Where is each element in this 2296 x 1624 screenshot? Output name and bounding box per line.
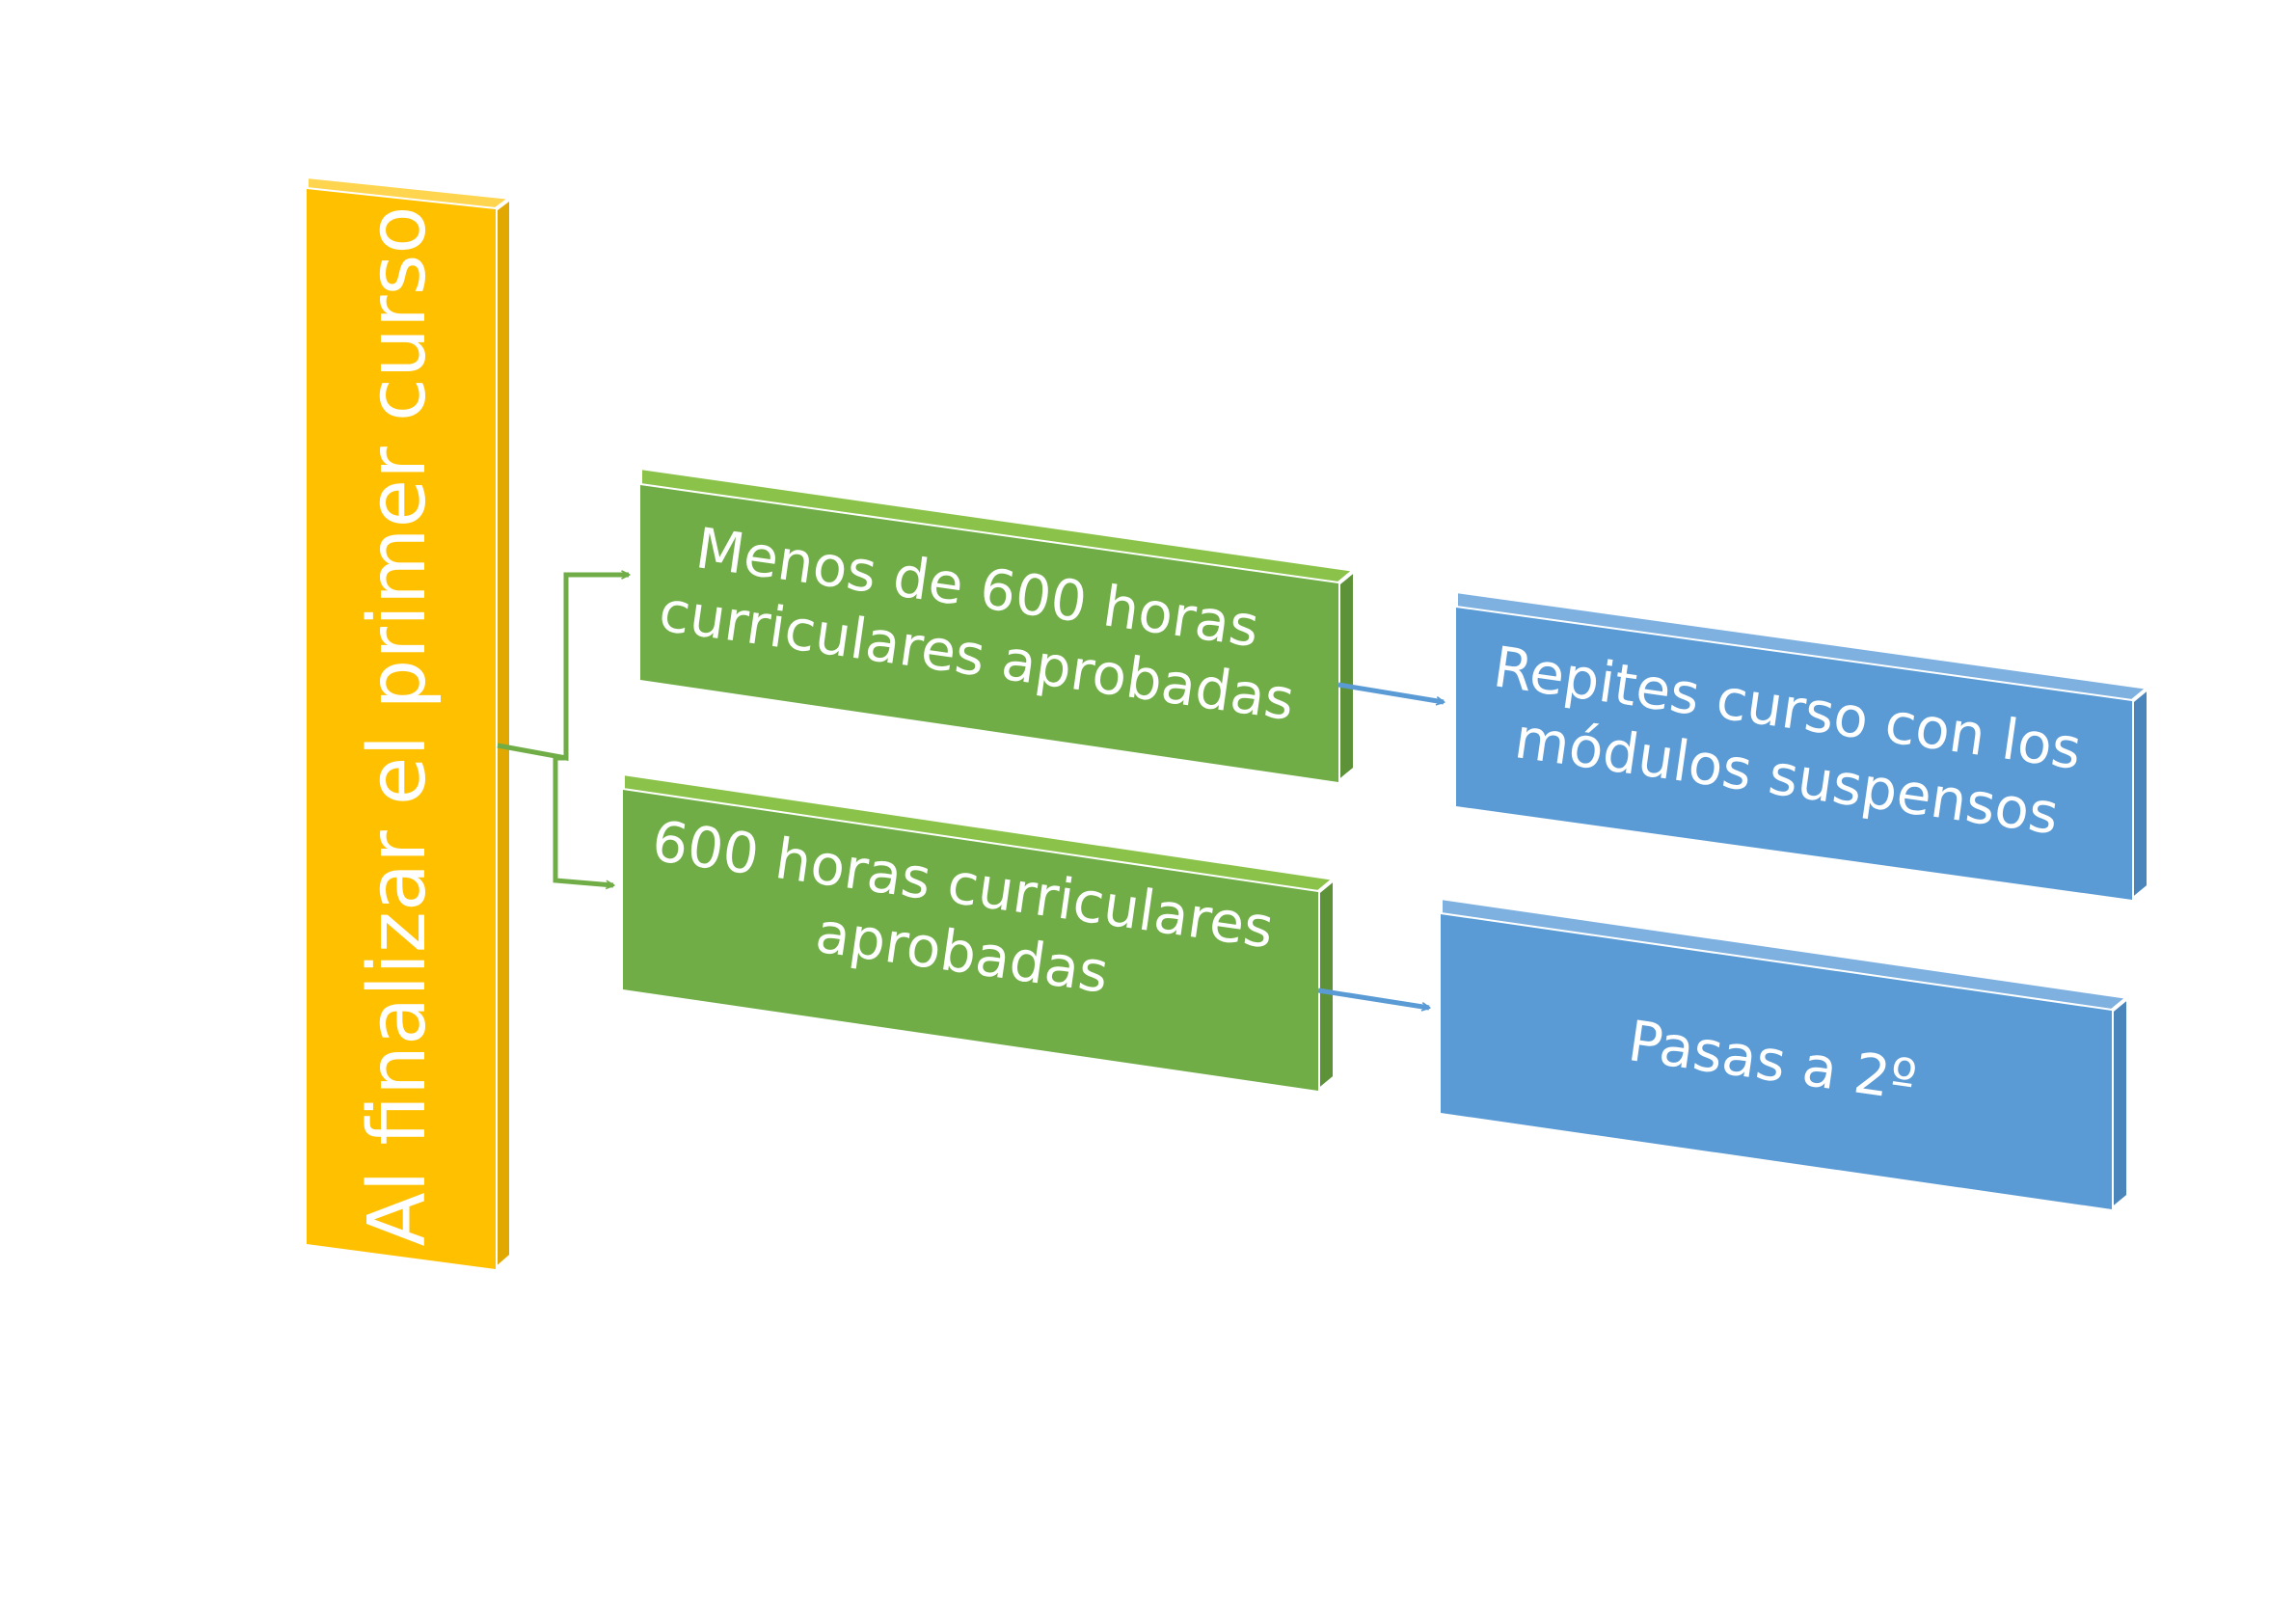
connector-condition-2-to-result-2 <box>1317 988 1429 1008</box>
result-box-2-face <box>1441 914 2112 1209</box>
result-box-1: Repites curso con los módulos suspensos <box>1454 588 2153 905</box>
condition-box-2-face <box>623 790 1318 1091</box>
root-connectors <box>497 575 629 885</box>
result-box-1-face <box>1456 608 2132 900</box>
condition-box-2: 600 horas curriculares aprobadas <box>621 771 1339 1096</box>
result-box-2-side <box>2110 992 2130 1214</box>
condition-box-2-side <box>1316 874 1337 1096</box>
result-box-1-side <box>2130 683 2150 905</box>
root-label: Al finalizar el primer curso <box>352 205 444 1246</box>
connector-root-to-condition-1 <box>497 575 629 761</box>
condition-box-1-face <box>640 485 1338 782</box>
result-connectors <box>1317 682 1444 1008</box>
condition-box-1: Menos de 600 horas curriculares aprobada… <box>638 465 1360 787</box>
root-box-side <box>494 194 513 1274</box>
root-box: Al finalizar el primer curso <box>305 174 517 1274</box>
condition-box-1-side <box>1337 565 1357 787</box>
connector-condition-1-to-result-1 <box>1337 682 1444 702</box>
root-box-face <box>307 189 496 1269</box>
result-box-2: Pasas a 2º <box>1439 895 2133 1214</box>
connector-root-to-condition-2 <box>553 755 613 885</box>
